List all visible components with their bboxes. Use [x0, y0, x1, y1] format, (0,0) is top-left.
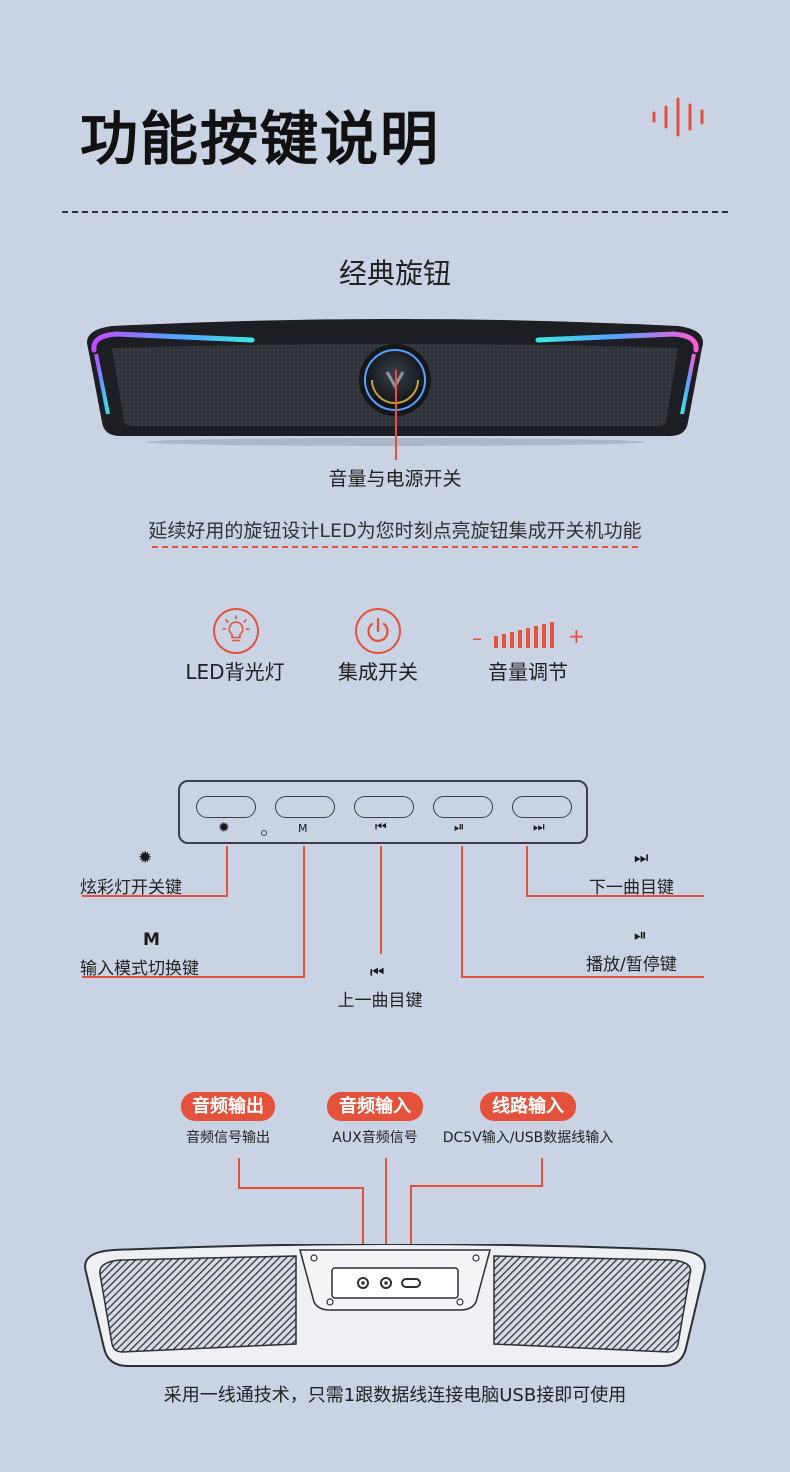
port-line-3c [410, 1185, 412, 1279]
key-play-pause[interactable] [433, 796, 493, 818]
mode-m-icon: M [143, 930, 160, 950]
previous-track-icon: ⏮ [370, 962, 385, 981]
feature-led-label: LED背光灯 [185, 660, 285, 684]
knob-section-title: 经典旋钮 [338, 257, 451, 290]
play-pause-icon: ⏯ [634, 925, 647, 944]
feature-power [355, 608, 401, 654]
port-line-2 [385, 1158, 387, 1279]
callout-line-play-v [461, 846, 463, 978]
callout-line-sparkle-v [226, 846, 228, 897]
knob-pointer-line [395, 370, 397, 460]
callout-line-mode-v [303, 846, 305, 978]
port-line-1c [362, 1187, 364, 1279]
label-mode-key: 输入模式切换键 [80, 959, 199, 979]
key-next[interactable] [512, 796, 572, 818]
badge-audio-output: 音频输出 [181, 1092, 275, 1121]
callout-line-play-h [461, 976, 704, 978]
label-next-key: 下一曲目键 [589, 878, 674, 898]
label-previous-key: 上一曲目键 [337, 991, 423, 1011]
callout-line-next-h [526, 895, 704, 897]
label-audio-input: AUX音频信号 [332, 1130, 418, 1146]
next-track-icon: ⏭ [533, 820, 545, 835]
power-icon [355, 608, 401, 654]
button-panel: ✹ M ⏮ ⏯ ⏭ [178, 780, 588, 844]
port-line-1b [238, 1187, 364, 1189]
key-mode[interactable] [275, 796, 335, 818]
volume-bars-icon: – + [472, 622, 585, 650]
speaker-back-image [84, 1244, 706, 1367]
feature-led [213, 608, 259, 654]
label-sparkle-key: 炫彩灯开关键 [80, 878, 182, 898]
key-previous[interactable] [354, 796, 414, 818]
feature-volume-label: 音量调节 [488, 660, 568, 684]
page-title: 功能按键说明 [80, 105, 441, 173]
next-track-icon: ⏭ [634, 848, 649, 867]
label-play-pause-key: 播放/暂停键 [586, 955, 677, 975]
bulb-icon [213, 608, 259, 654]
previous-track-icon: ⏮ [375, 820, 387, 835]
callout-line-sparkle-h [82, 895, 228, 897]
label-audio-output: 音频信号输出 [186, 1130, 270, 1146]
callout-line-next-v [526, 846, 528, 897]
sound-wave-icon [652, 97, 704, 137]
badge-audio-input: 音频输入 [327, 1092, 423, 1121]
callout-line-previous-v [380, 846, 382, 954]
feature-power-label: 集成开关 [338, 660, 418, 684]
indicator-dot [261, 830, 267, 836]
dashed-divider [62, 211, 728, 213]
footer-text: 采用一线通技术，只需1跟数据线连接电脑USB接即可使用 [163, 1385, 627, 1406]
mode-m-icon: M [298, 822, 308, 835]
badge-line-input: 线路输入 [480, 1092, 576, 1121]
description-underline [152, 546, 638, 548]
label-line-input: DC5V输入/USB数据线输入 [442, 1130, 614, 1146]
knob-label: 音量与电源开关 [328, 468, 462, 490]
callout-line-mode-h [82, 976, 305, 978]
sparkle-icon: ✹ [218, 820, 230, 836]
knob-description: 延续好用的旋钮设计LED为您时刻点亮旋钮集成开关机功能 [148, 520, 642, 542]
port-line-1a [238, 1158, 240, 1189]
play-pause-icon: ⏯ [454, 820, 465, 835]
port-line-3a [541, 1158, 543, 1187]
port-line-3b [410, 1185, 543, 1187]
sparkle-icon: ✹ [138, 848, 153, 868]
key-sparkle[interactable] [196, 796, 256, 818]
